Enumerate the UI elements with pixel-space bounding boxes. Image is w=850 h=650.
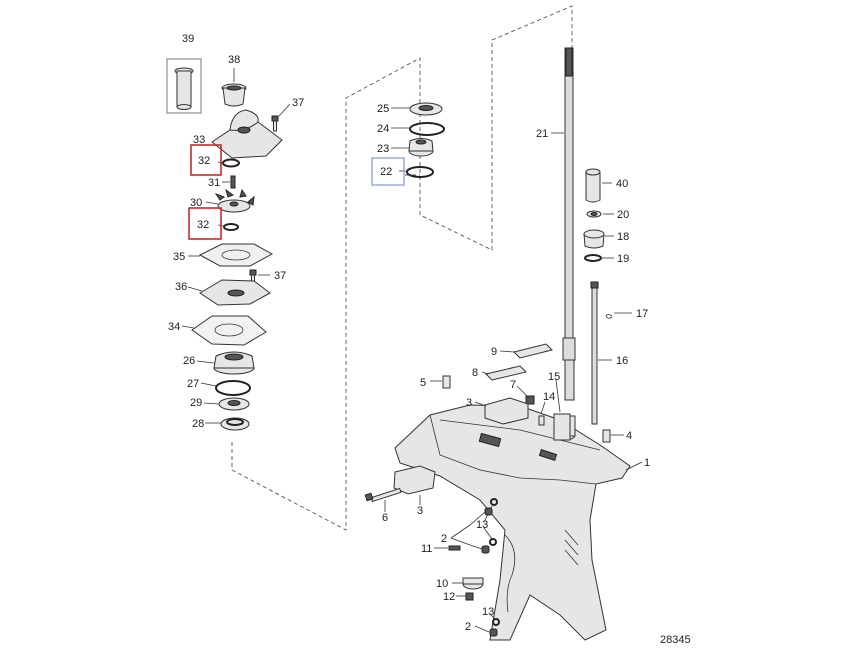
- part-21-drive-shaft: [562, 47, 576, 401]
- part-25-retainer: [409, 102, 443, 116]
- callout-9: 9: [491, 346, 497, 358]
- callout-8: 8: [472, 367, 478, 379]
- highlight-part-32-lower: [188, 207, 222, 240]
- callout-7: 7: [510, 379, 516, 391]
- callout-26: 26: [183, 355, 195, 367]
- part-26-cover: [213, 351, 255, 375]
- callout-27: 27: [187, 378, 199, 390]
- callout-19: 19: [617, 253, 629, 265]
- part-35-gasket: [198, 243, 274, 267]
- part-32-oring-lower: [223, 223, 239, 231]
- callout-14: 14: [543, 391, 555, 403]
- assembly-guide-lines: [231, 5, 573, 531]
- callout-34: 34: [168, 321, 180, 333]
- part-14-pin: [538, 415, 545, 426]
- callout-32-lower: 32: [197, 219, 209, 231]
- part-20-seal: [586, 210, 602, 218]
- part-29-washer: [218, 397, 250, 411]
- callout-4: 4: [626, 430, 632, 442]
- part-16-shift-shaft: [590, 281, 599, 425]
- part-38-cup: [221, 83, 247, 107]
- part-18-sleeve: [583, 229, 605, 249]
- part-39-frame: [166, 58, 202, 114]
- callout-labels: 39 38 37 33 32 31 30 32 35 37 36 34 26 2…: [168, 33, 691, 646]
- part-13-washer-lower: [492, 618, 500, 626]
- part-3-anode-lower: [393, 465, 436, 495]
- part-6-bolt: [364, 487, 402, 503]
- callout-37-upper: 37: [292, 97, 304, 109]
- callout-22: 22: [380, 166, 392, 178]
- diagram-id: 28345: [660, 634, 691, 646]
- part-24-race: [409, 122, 445, 136]
- callout-33: 33: [193, 134, 205, 146]
- callout-20: 20: [617, 209, 629, 221]
- part-28-bearing: [220, 417, 250, 431]
- callout-25: 25: [377, 103, 389, 115]
- callout-28: 28: [192, 418, 204, 430]
- part-2-plugs: [481, 507, 493, 554]
- callout-24: 24: [377, 123, 389, 135]
- part-4-pin: [602, 429, 611, 443]
- callout-37-lower: 37: [274, 270, 286, 282]
- callout-35: 35: [173, 251, 185, 263]
- callout-40: 40: [616, 178, 628, 190]
- part-2-plug-lower: [489, 628, 498, 637]
- callout-5: 5: [420, 377, 426, 389]
- highlight-part-32-upper: [190, 144, 222, 176]
- part-17-clip: [605, 314, 613, 319]
- part-3-anode-upper: [484, 397, 529, 425]
- callout-38: 38: [228, 54, 240, 66]
- callout-15: 15: [548, 371, 560, 383]
- part-22-oring: [406, 166, 434, 178]
- part-32-oring-upper: [222, 158, 240, 168]
- water-pump-stack: [166, 58, 291, 431]
- callout-23: 23: [377, 143, 389, 155]
- part-31-key: [230, 175, 236, 189]
- callout-13-upper: 13: [476, 519, 488, 531]
- callout-1: 1: [644, 457, 650, 469]
- callout-31: 31: [208, 177, 220, 189]
- callout-39: 39: [182, 33, 194, 45]
- part-8-pad: [485, 365, 527, 381]
- callout-30: 30: [190, 197, 202, 209]
- callout-17: 17: [636, 308, 648, 320]
- callout-2-upper: 2: [441, 533, 447, 545]
- part-9-pad: [513, 343, 553, 359]
- callout-13-lower: 13: [482, 606, 494, 618]
- part-10-nut: [462, 577, 484, 590]
- part-11-screw: [448, 545, 461, 551]
- callout-16: 16: [616, 355, 628, 367]
- callout-3-lower: 3: [417, 505, 423, 517]
- callout-3-upper: 3: [466, 397, 472, 409]
- callout-2-lower: 2: [465, 621, 471, 633]
- callout-10: 10: [436, 578, 448, 590]
- part-7-nut: [525, 395, 535, 405]
- part-39-tube: [174, 67, 194, 110]
- callout-32-upper: 32: [198, 155, 210, 167]
- part-37-bolt-upper: [271, 115, 279, 132]
- part-30-impeller: [214, 188, 255, 213]
- callout-29: 29: [190, 397, 202, 409]
- callout-21: 21: [536, 128, 548, 140]
- part-40-bushing: [585, 168, 601, 203]
- part-34-gasket: [191, 315, 267, 346]
- part-27-seal: [215, 380, 251, 396]
- part-33-pump-housing: [211, 109, 283, 159]
- callout-11: 11: [421, 543, 432, 555]
- callout-12: 12: [443, 591, 455, 603]
- callout-36: 36: [175, 281, 187, 293]
- part-12-washer: [465, 592, 474, 601]
- callout-6: 6: [382, 512, 388, 524]
- callout-18: 18: [617, 231, 629, 243]
- bearing-stack: [371, 102, 445, 186]
- part-5-pin: [442, 375, 451, 389]
- part-23-bearing: [408, 138, 434, 157]
- highlight-part-22: [371, 157, 405, 186]
- part-13-washers: [489, 498, 498, 546]
- part-1-gearcase: [394, 404, 631, 641]
- part-19-oring: [584, 254, 602, 262]
- part-15-bearing: [553, 413, 571, 441]
